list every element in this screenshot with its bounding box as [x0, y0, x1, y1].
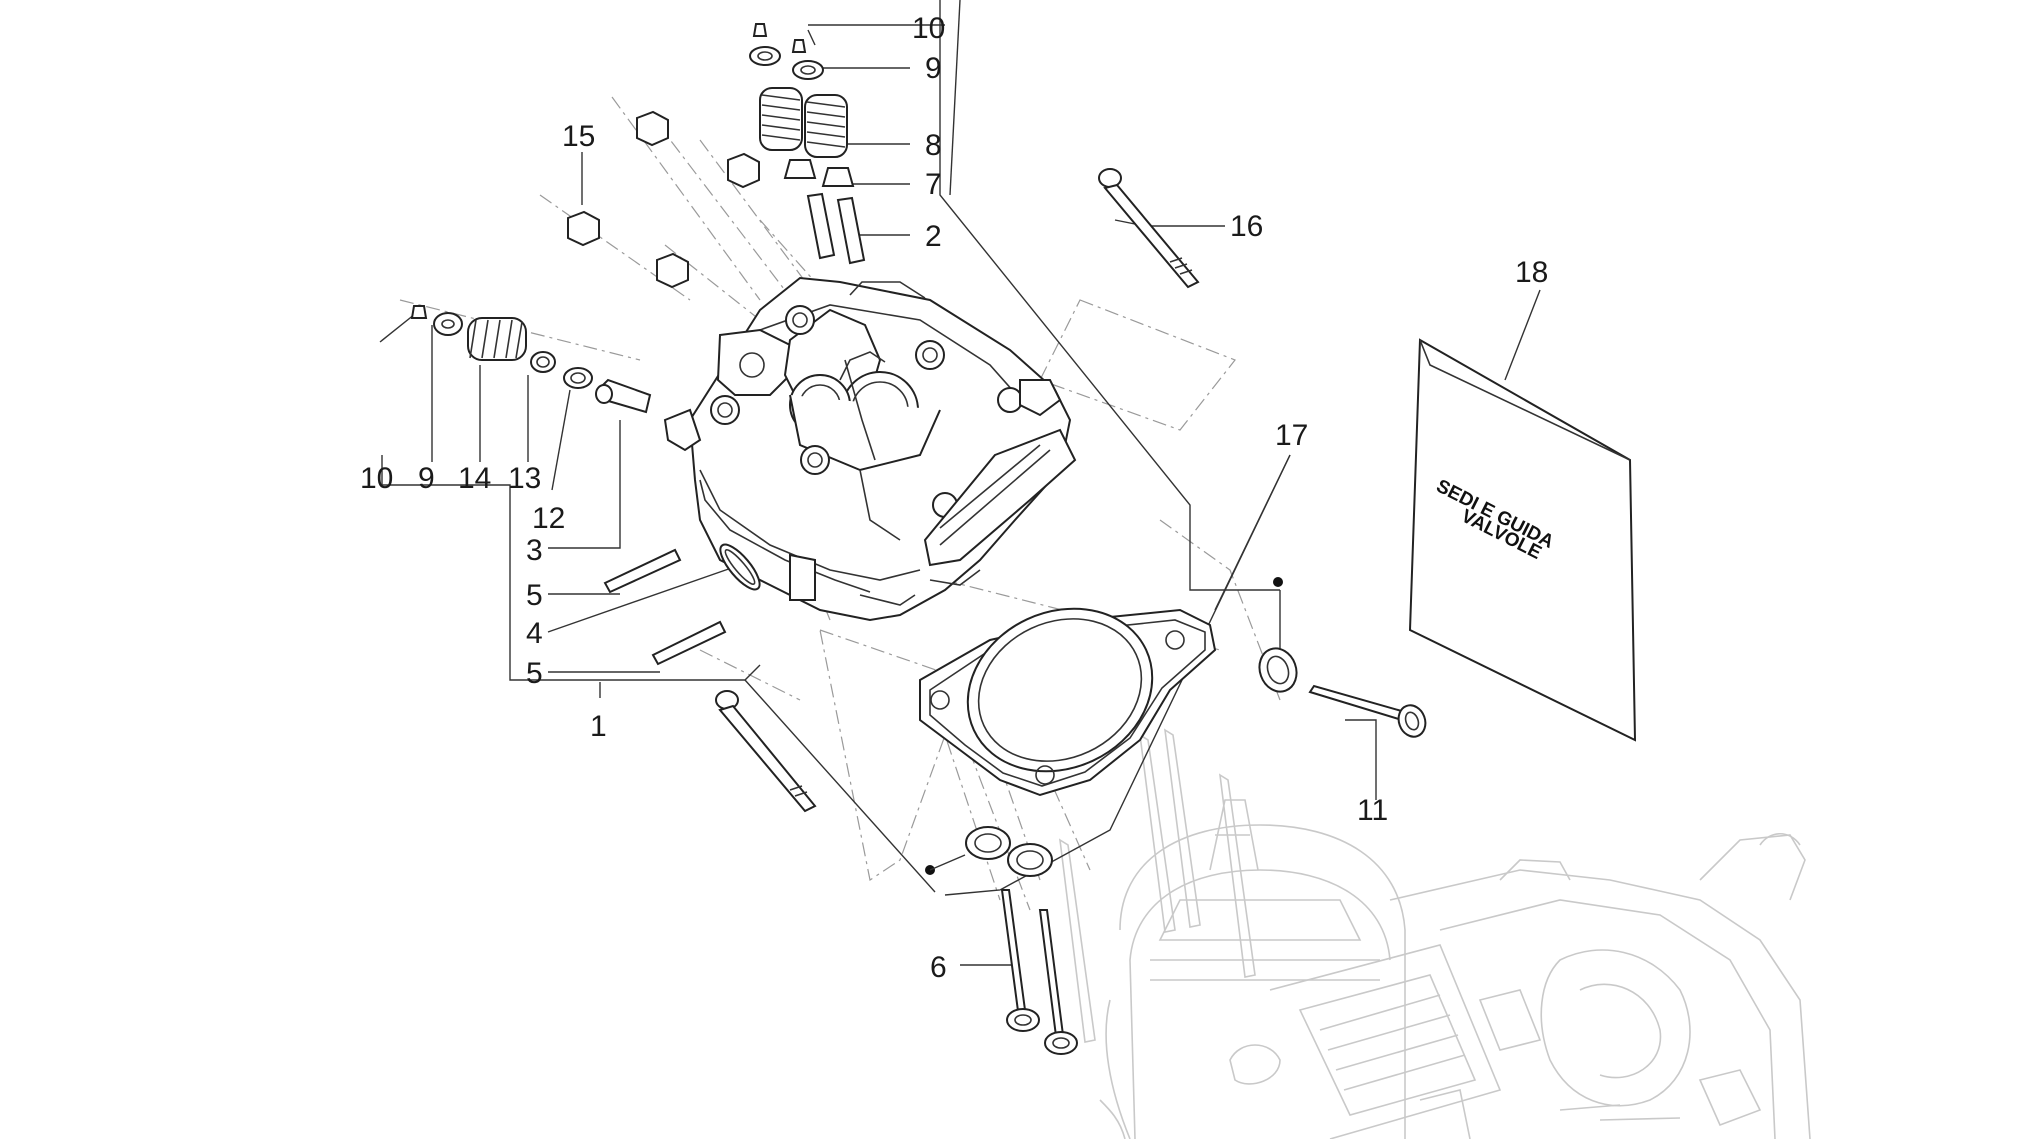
valve-spring-pair — [759, 87, 848, 158]
engine-crankcase-ghost — [1099, 799, 1811, 1139]
callout-11: 11 — [1357, 794, 1388, 827]
top-valve-train — [567, 23, 866, 289]
callout-1: 1 — [590, 710, 607, 743]
callout-9-left: 9 — [418, 462, 435, 495]
valve-seat-rings — [965, 647, 1298, 877]
valve-pair — [1000, 889, 1078, 1055]
callout-2: 2 — [925, 220, 942, 253]
callout-5-upper: 5 — [526, 579, 543, 612]
leader-lines — [379, 0, 1541, 966]
callout-10-left: 10 — [360, 462, 393, 495]
callout-6: 6 — [930, 951, 947, 984]
head-gasket — [919, 607, 1217, 797]
callout-18: 18 — [1515, 256, 1548, 289]
callout-17: 17 — [1275, 419, 1308, 452]
callout-9-top: 9 — [925, 52, 942, 85]
callout-4: 4 — [526, 617, 543, 650]
dowel-pins-and-seal — [603, 543, 761, 666]
callout-14: 14 — [458, 462, 491, 495]
valve-single — [1308, 684, 1427, 738]
callout-16: 16 — [1230, 210, 1263, 243]
head-bolt-lower — [715, 690, 817, 813]
callout-10-top: 10 — [912, 12, 945, 45]
valve-seat-bag: SEDI E GUIDA VALVOLE — [1408, 338, 1637, 742]
callout-5-lower: 5 — [526, 657, 543, 690]
callout-13: 13 — [508, 462, 541, 495]
callout-15: 15 — [562, 120, 595, 153]
callout-3: 3 — [526, 534, 543, 567]
callout-7: 7 — [925, 168, 942, 201]
callout-12: 12 — [532, 502, 565, 535]
stud-ghost-group — [1058, 728, 1256, 1043]
head-bolt-upper — [1098, 168, 1200, 289]
callout-labels: 10 9 8 7 2 15 16 18 17 10 9 14 13 12 3 5… — [360, 12, 1548, 984]
left-valve-train — [410, 305, 652, 414]
cylinder-head — [663, 276, 1077, 622]
callout-8: 8 — [925, 129, 942, 162]
